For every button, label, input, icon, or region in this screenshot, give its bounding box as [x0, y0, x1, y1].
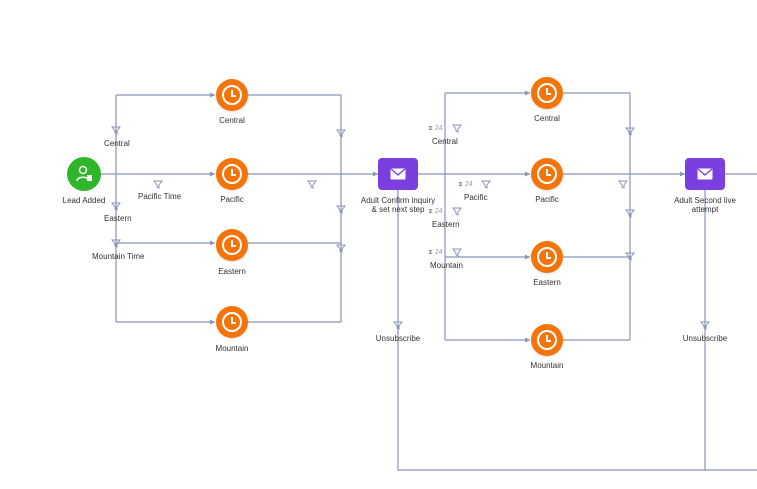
timer-node-eastern-left[interactable]	[216, 229, 248, 261]
clock-icon	[222, 85, 242, 105]
envelope-icon	[697, 168, 713, 180]
timer-node-mountain-right[interactable]	[531, 324, 563, 356]
wait-value: 24	[434, 249, 443, 256]
timer-label: Central	[534, 114, 560, 123]
unsubscribe-label: Unsubscribe	[375, 334, 421, 343]
hourglass-icon: ⧗ 24	[428, 249, 443, 256]
person-icon	[76, 165, 92, 182]
branch-label-eastern: Eastern	[104, 214, 132, 223]
clock-icon	[222, 235, 242, 255]
wait-value: 24	[464, 181, 473, 188]
clock-icon	[222, 312, 242, 332]
wait-value: 24	[434, 208, 443, 215]
clock-icon	[537, 83, 557, 103]
branch-label-mountain: Mountain	[430, 261, 463, 270]
hourglass-icon: ⧗ 24	[428, 208, 443, 215]
branch-label-mountain-time: Mountain Time	[92, 252, 145, 261]
timer-label: Pacific	[535, 195, 559, 204]
email-label-line2: & set next step	[371, 205, 425, 214]
timer-label: Mountain	[530, 361, 564, 370]
clock-icon	[537, 164, 557, 184]
unsubscribe-label: Unsubscribe	[682, 334, 728, 343]
timer-node-central-right[interactable]	[531, 77, 563, 109]
email-node-label: Adult Confirm inquiry & set next step	[361, 196, 435, 214]
email-node-confirm-inquiry[interactable]	[378, 158, 418, 190]
branch-label-pacific-time: Pacific Time	[138, 192, 182, 201]
timer-node-central-left[interactable]	[216, 79, 248, 111]
branch-label-central: Central	[432, 137, 458, 146]
hourglass-icon: ⧗ 24	[458, 181, 473, 188]
timer-label: Central	[219, 116, 245, 125]
branch-label-pacific: Pacific	[464, 193, 488, 202]
branch-label-central: Central	[104, 139, 130, 148]
clock-icon	[537, 247, 557, 267]
clock-icon	[222, 164, 242, 184]
timer-label: Mountain	[215, 344, 249, 353]
timer-node-pacific-right[interactable]	[531, 158, 563, 190]
clock-icon	[537, 330, 557, 350]
timer-label: Eastern	[218, 267, 246, 276]
timer-node-pacific-left[interactable]	[216, 158, 248, 190]
email-label-line1: Adult Confirm inquiry	[360, 196, 436, 205]
email-node-label: Adult Second live attempt	[674, 196, 736, 214]
timer-label: Eastern	[533, 278, 561, 287]
wait-value: 24	[434, 125, 443, 132]
branch-label-eastern: Eastern	[432, 220, 460, 229]
email-node-second-live-attempt[interactable]	[685, 158, 725, 190]
timer-label: Pacific	[220, 195, 244, 204]
email-label-line2: attempt	[691, 205, 719, 214]
timer-node-mountain-left[interactable]	[216, 306, 248, 338]
envelope-icon	[390, 168, 406, 180]
email-label-line1: Adult Second live	[674, 196, 736, 205]
hourglass-icon: ⧗ 24	[428, 125, 443, 132]
lead-added-start-node[interactable]	[67, 157, 101, 191]
timer-node-eastern-right[interactable]	[531, 241, 563, 273]
start-node-label: Lead Added	[62, 196, 106, 205]
